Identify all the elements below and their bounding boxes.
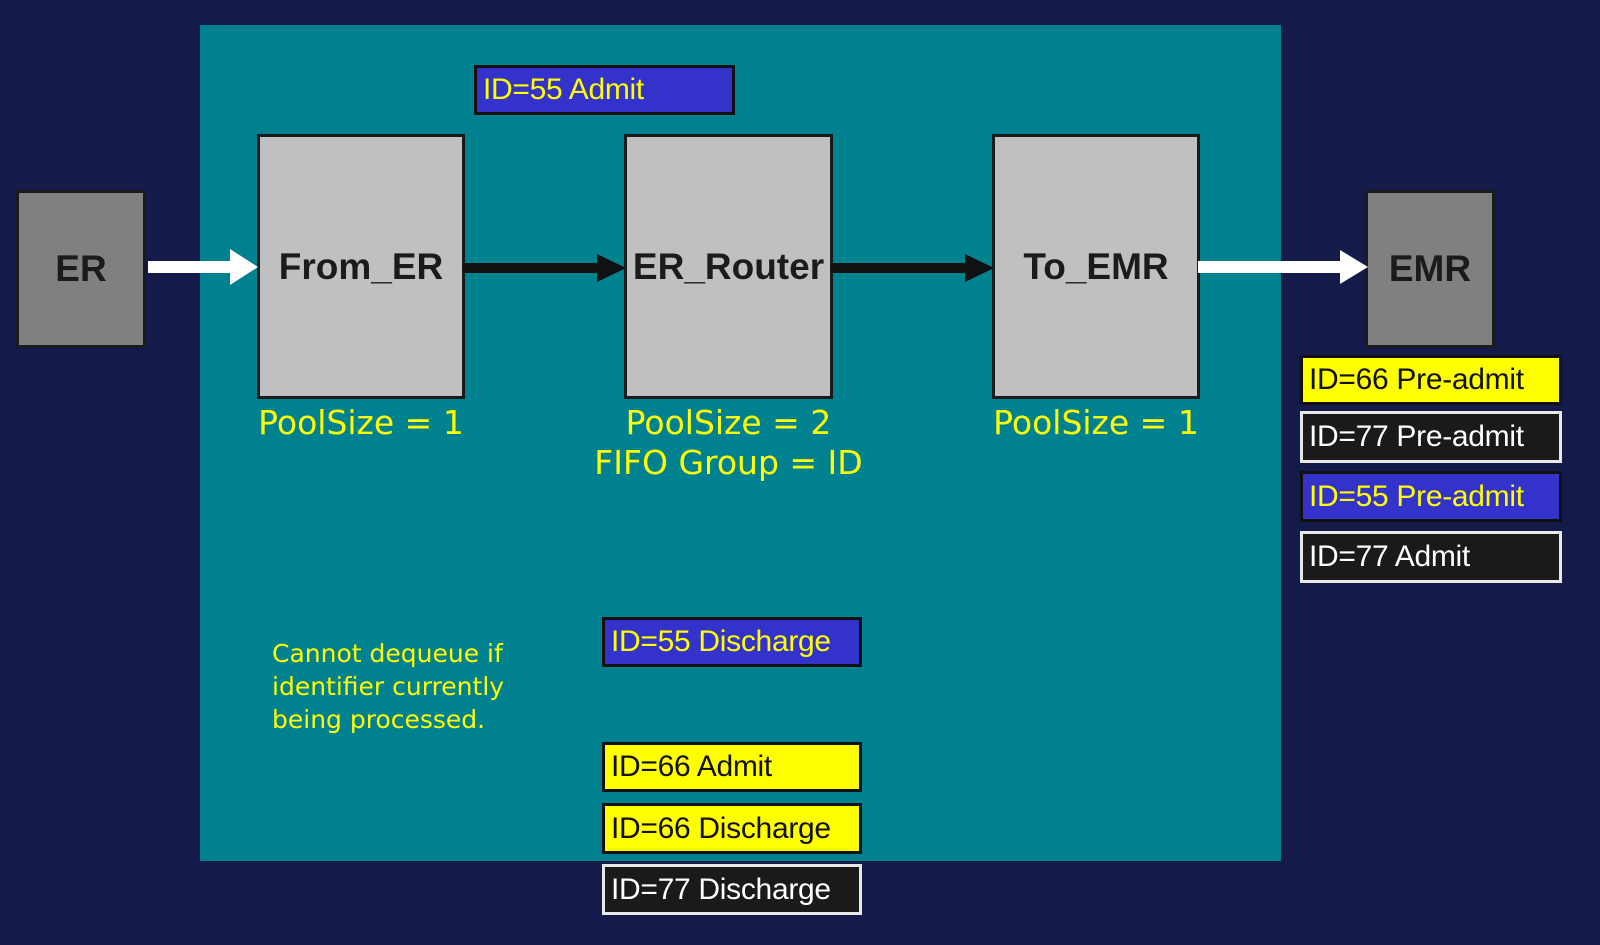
emr-queue-item-2[interactable]: ID=55 Pre-admit bbox=[1300, 471, 1562, 522]
arrow-router-to-to-emr bbox=[831, 252, 996, 284]
caption-from-er-poolsize: PoolSize = 1 bbox=[258, 403, 464, 442]
arrow-to-emr-to-emr bbox=[1198, 248, 1370, 286]
note-line-1: Cannot dequeue if bbox=[272, 639, 503, 668]
node-er[interactable]: ER bbox=[16, 190, 146, 348]
emr-queue-item-1[interactable]: ID=77 Pre-admit bbox=[1300, 411, 1562, 463]
router-queue-item-3-label: ID=77 Discharge bbox=[611, 872, 831, 906]
node-er-router[interactable]: ER_Router bbox=[624, 134, 833, 399]
caption-er-router-poolsize: PoolSize = 2 bbox=[625, 403, 832, 442]
router-queue-item-1-label: ID=66 Admit bbox=[611, 750, 772, 783]
node-to-emr[interactable]: To_EMR bbox=[992, 134, 1200, 399]
node-emr[interactable]: EMR bbox=[1365, 190, 1495, 348]
caption-to-emr-poolsize: PoolSize = 1 bbox=[993, 403, 1199, 442]
node-to-emr-label: To_EMR bbox=[1023, 245, 1169, 287]
node-er-label: ER bbox=[55, 248, 107, 289]
router-queue-item-2[interactable]: ID=66 Discharge bbox=[602, 803, 862, 854]
note-cannot-dequeue: Cannot dequeue if identifier currently b… bbox=[272, 637, 562, 736]
router-queue-item-2-label: ID=66 Discharge bbox=[611, 811, 831, 845]
emr-queue-item-0-label: ID=66 Pre-admit bbox=[1309, 363, 1524, 396]
router-queue-item-0-label: ID=55 Discharge bbox=[611, 625, 831, 658]
message-in-flight[interactable]: ID=55 Admit bbox=[474, 65, 735, 115]
emr-queue-item-2-label: ID=55 Pre-admit bbox=[1309, 479, 1524, 513]
node-from-er-label: From_ER bbox=[278, 245, 444, 287]
caption-er-router-fifo: FIFO Group = ID bbox=[594, 443, 863, 482]
note-line-3: being processed. bbox=[272, 705, 486, 734]
emr-queue-item-3-label: ID=77 Admit bbox=[1309, 540, 1470, 573]
note-line-2: identifier currently bbox=[272, 672, 505, 701]
node-emr-label: EMR bbox=[1388, 248, 1472, 289]
emr-queue-item-0[interactable]: ID=66 Pre-admit bbox=[1300, 355, 1562, 405]
node-er-router-label: ER_Router bbox=[632, 245, 825, 287]
arrow-er-to-from-er bbox=[148, 246, 260, 288]
emr-queue-item-1-label: ID=77 Pre-admit bbox=[1309, 420, 1524, 453]
emr-queue-item-3[interactable]: ID=77 Admit bbox=[1300, 531, 1562, 583]
router-queue-item-0[interactable]: ID=55 Discharge bbox=[602, 617, 862, 667]
message-in-flight-label: ID=55 Admit bbox=[483, 73, 644, 106]
router-queue-item-3[interactable]: ID=77 Discharge bbox=[602, 864, 862, 915]
node-from-er[interactable]: From_ER bbox=[257, 134, 465, 399]
router-queue-item-1[interactable]: ID=66 Admit bbox=[602, 742, 862, 792]
arrow-from-er-to-router bbox=[463, 252, 628, 284]
